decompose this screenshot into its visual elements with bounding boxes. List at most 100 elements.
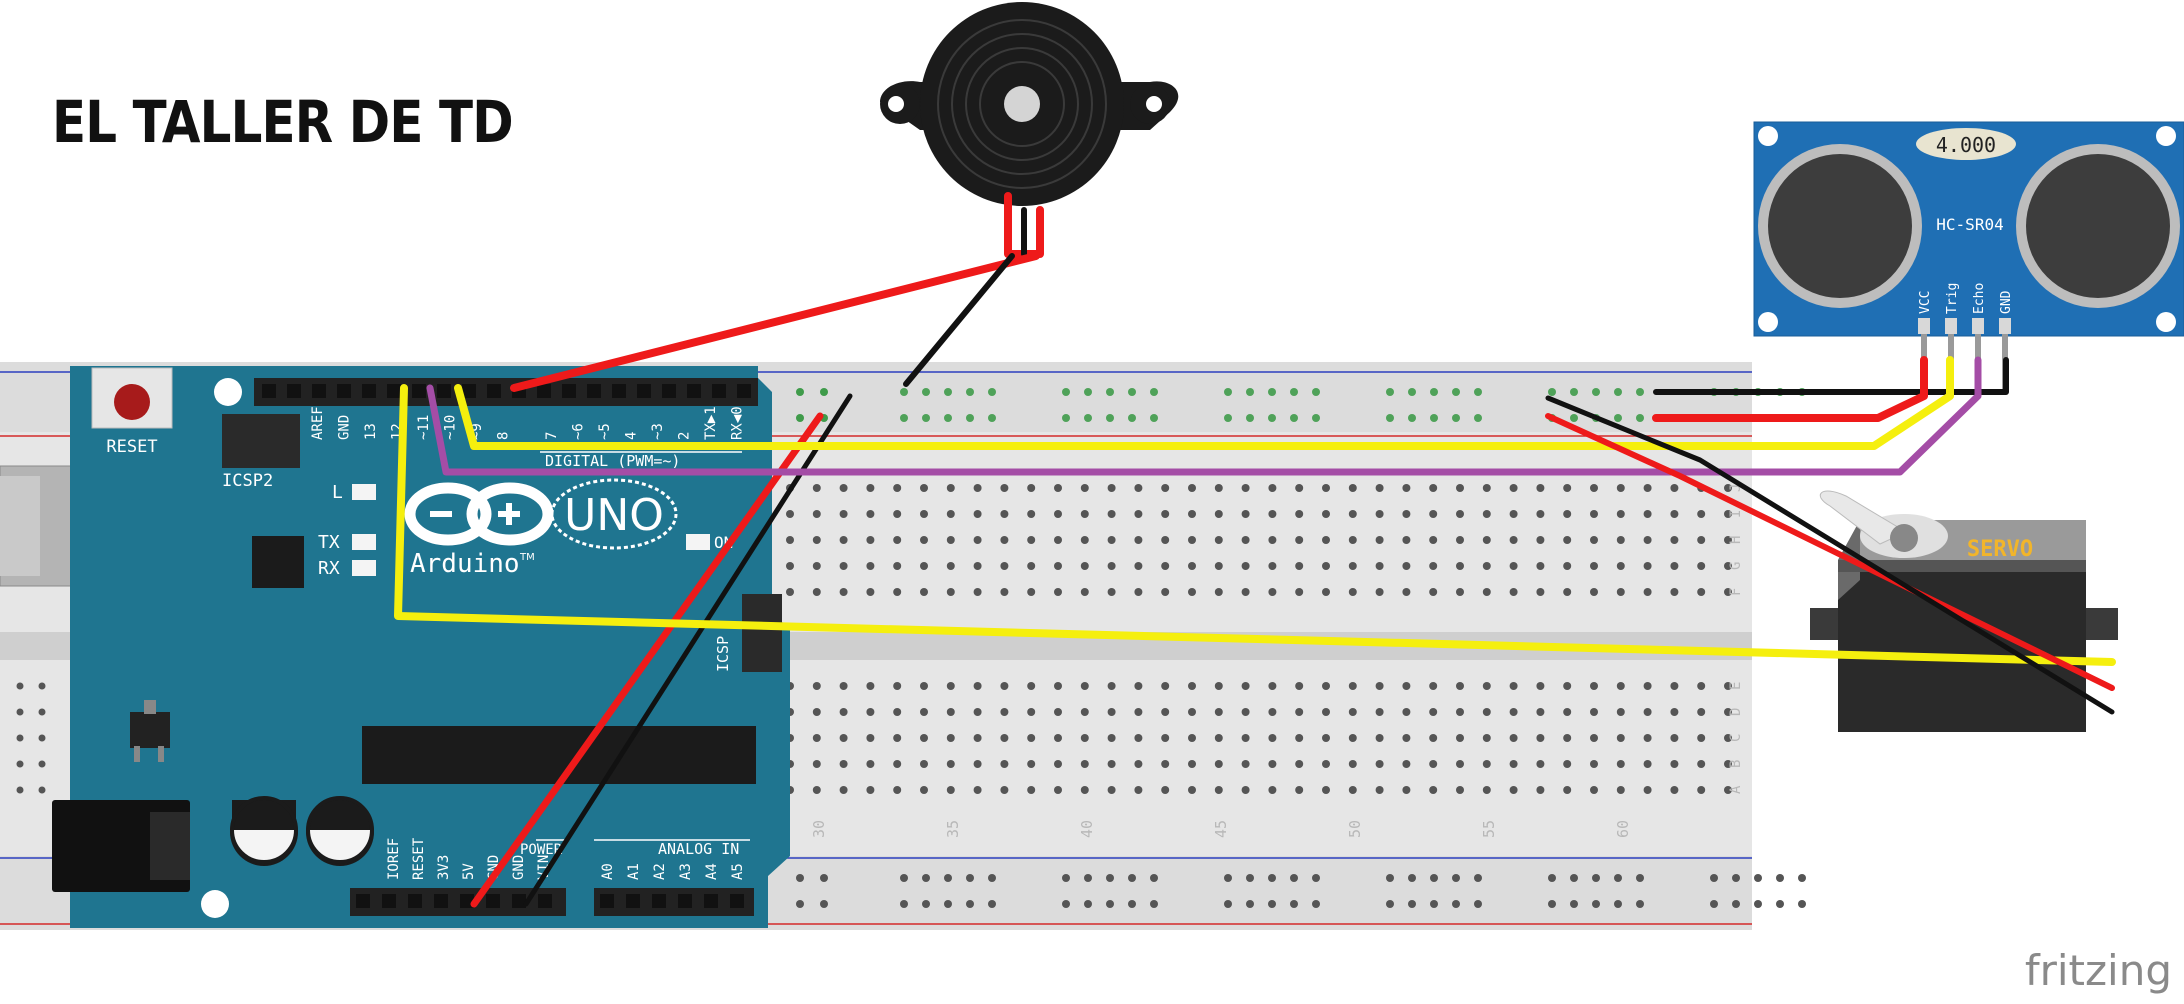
pin-label: AREF (310, 406, 326, 440)
header-pin[interactable] (408, 894, 422, 908)
led-tx (352, 534, 376, 550)
icsp2-label: ICSP2 (222, 471, 273, 491)
sensor-pin-label: Trig (1945, 283, 1960, 314)
led-rx-label: RX (318, 558, 340, 579)
header-pin[interactable] (412, 384, 426, 398)
row-letter: J (1728, 484, 1744, 492)
row-letter: B (1728, 760, 1744, 768)
piezo-buzzer (880, 2, 1179, 206)
page-title: EL TALLER DE TD (52, 88, 514, 156)
header-pin[interactable] (600, 894, 614, 908)
led-on (686, 534, 710, 550)
pin-label: A3 (678, 863, 694, 880)
header-pin[interactable] (538, 894, 552, 908)
pin-label: 13 (363, 423, 379, 440)
arduino-logo: UNO Arduino TM (404, 478, 678, 579)
row-letter: G (1728, 562, 1744, 570)
header-pin[interactable] (626, 894, 640, 908)
header-pin[interactable] (387, 384, 401, 398)
row-letter: E (1728, 682, 1744, 690)
row-letter: D (1728, 708, 1744, 716)
wire-buzzer-signal (510, 252, 1040, 392)
servo-label: SERVO (1967, 537, 2033, 562)
uno-label: UNO (564, 490, 664, 541)
pin-label: ~11 (416, 415, 432, 440)
header-pin[interactable] (652, 894, 666, 908)
header-pin[interactable] (712, 384, 726, 398)
sensor-pin-label: GND (1999, 290, 2014, 314)
column-number: 30 (810, 820, 828, 838)
digital-label: DIGITAL (PWM=~) (545, 452, 680, 470)
sensor-pin-header (1945, 318, 1957, 334)
pin-label: 3V3 (436, 855, 452, 880)
sensor-pin-label: VCC (1918, 291, 1933, 314)
sensor-model: HC-SR04 (1936, 215, 2003, 234)
header-pin[interactable] (437, 384, 451, 398)
header-pin[interactable] (737, 384, 751, 398)
voltage-regulator (130, 712, 170, 748)
header-pin[interactable] (487, 384, 501, 398)
column-number: 55 (1480, 820, 1498, 838)
column-number: 35 (944, 820, 962, 838)
header-pin[interactable] (356, 894, 370, 908)
pin-label: ~5 (597, 423, 613, 440)
icsp-label: ICSP (714, 636, 732, 672)
header-pin[interactable] (730, 894, 744, 908)
atmega-chip (362, 726, 756, 784)
header-pin[interactable] (687, 384, 701, 398)
power-label: POWER (520, 842, 563, 858)
column-number: 60 (1614, 820, 1632, 838)
header-pin[interactable] (637, 384, 651, 398)
header-pin[interactable] (587, 384, 601, 398)
fritzing-logo: fritzing (2024, 946, 2172, 995)
header-pin[interactable] (287, 384, 301, 398)
header-pin[interactable] (460, 894, 474, 908)
servo-motor: SERVO (1810, 490, 2118, 732)
digital-header (254, 378, 758, 406)
header-pin[interactable] (312, 384, 326, 398)
analog-label: ANALOG IN (658, 840, 739, 858)
wire-5v (470, 412, 824, 908)
usb-chip (252, 536, 304, 588)
header-pin[interactable] (562, 384, 576, 398)
arduino-board (70, 366, 790, 928)
header-pin[interactable] (262, 384, 276, 398)
header-pin[interactable] (382, 894, 396, 908)
header-pin[interactable] (434, 894, 448, 908)
pin-label: 4 (624, 432, 640, 440)
trademark: TM (519, 552, 535, 563)
pin-label: ~6 (571, 423, 587, 440)
column-number: 50 (1346, 820, 1364, 838)
header-pin[interactable] (678, 894, 692, 908)
pin-label: 8 (496, 432, 512, 440)
header-pin[interactable] (662, 384, 676, 398)
pin-label: 2 (677, 432, 693, 440)
header-pin[interactable] (362, 384, 376, 398)
capacitor-1 (230, 796, 298, 866)
pin-label: RESET (411, 837, 427, 880)
sensor-pin-label: Echo (1972, 283, 1987, 314)
pin-label: 7 (544, 432, 560, 440)
header-pin[interactable] (337, 384, 351, 398)
row-letter: H (1728, 536, 1744, 544)
header-pin[interactable] (512, 894, 526, 908)
icsp2-header: ICSP2 (222, 414, 300, 491)
wire-buzzer-ground (903, 253, 1015, 387)
column-number: 45 (1212, 820, 1230, 838)
header-pin[interactable] (704, 894, 718, 908)
crystal (1916, 128, 2016, 160)
header-pin[interactable] (486, 894, 500, 908)
analog-header (594, 888, 754, 916)
column-number: 40 (1078, 820, 1096, 838)
wire-gnd (523, 393, 853, 907)
pin-label: A1 (626, 863, 642, 880)
wire-sensor-vcc (1652, 356, 1928, 422)
header-pin[interactable] (537, 384, 551, 398)
wires (394, 192, 2116, 908)
header-pin[interactable] (612, 384, 626, 398)
pin-label: ~3 (650, 423, 666, 440)
header-pin[interactable] (462, 384, 476, 398)
